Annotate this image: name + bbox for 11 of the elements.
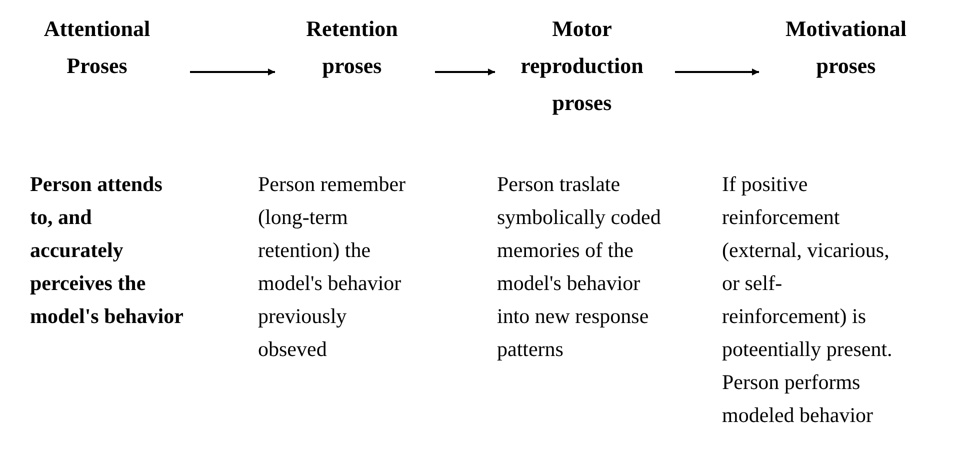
stage-heading: Attentional Proses [42,15,152,80]
arrow [435,68,495,76]
arrow [675,68,759,76]
stage-heading: Retention proses [305,15,399,80]
stage-description: Person remember (long-term retention) the model's behavior previously obseved [258,171,407,363]
stage-heading: Motor reproduction proses [520,15,644,117]
stage-description: Person traslate symbolically coded memories of the model's behavior into new response patterns [497,171,662,363]
stage-description: Person attends to, and accurately perceives the model's behavior [30,171,184,330]
stage-description: If positive reinforcement (external, vicarious, or self-reinforcement) is poteentially present. Person performs modeled behavior [722,171,894,429]
stage-heading: Motivational proses [784,15,908,80]
arrow [190,68,275,76]
